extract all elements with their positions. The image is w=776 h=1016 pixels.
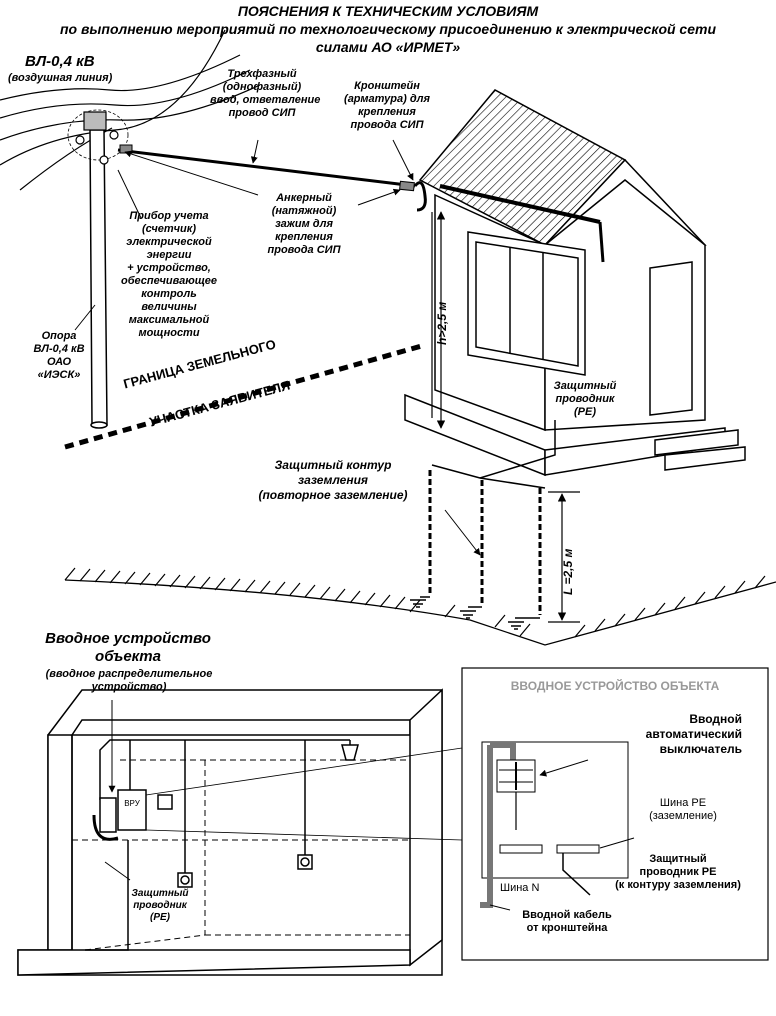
overhead-wires: [0, 29, 261, 191]
inset-title: ВВОДНОЕ УСТРОЙСТВО ОБЪЕКТА: [510, 679, 720, 693]
height-label: h>2,5 м: [435, 301, 449, 345]
header-title: ПОЯСНЕНИЯ К ТЕХНИЧЕСКИМ УСЛОВИЯМ: [237, 3, 539, 19]
length-label: L =2,5 м: [561, 548, 575, 595]
input-label: Трехфазный(однофазный) ввод, ответвление…: [210, 68, 321, 119]
n-bus-label: Шина N: [500, 882, 540, 894]
room-pe-pointer: [104, 861, 131, 881]
grounding-loop: [410, 420, 556, 630]
land-border-line: [64, 342, 426, 450]
header-line-2: по выполнению мероприятий по технологиче…: [59, 21, 717, 37]
top-pointers: [74, 139, 414, 331]
ground-surface: [64, 567, 776, 646]
sip-line: [117, 144, 427, 212]
vl-title: ВЛ-0,4 кВ: [25, 53, 95, 70]
callout-projection: [145, 747, 463, 841]
vru-label: ВРУ: [124, 799, 140, 808]
length-dimension: [548, 491, 580, 623]
meter-box: [75, 111, 119, 165]
pe-bus-label: Шина PE(заземление): [649, 797, 717, 822]
vl-subtitle: (воздушная линия): [8, 72, 113, 84]
inset-panel: [461, 667, 769, 961]
header-line-3: силами АО «ИРМЕТ»: [315, 39, 461, 55]
height-dimension: [431, 211, 446, 429]
house: [404, 89, 746, 477]
